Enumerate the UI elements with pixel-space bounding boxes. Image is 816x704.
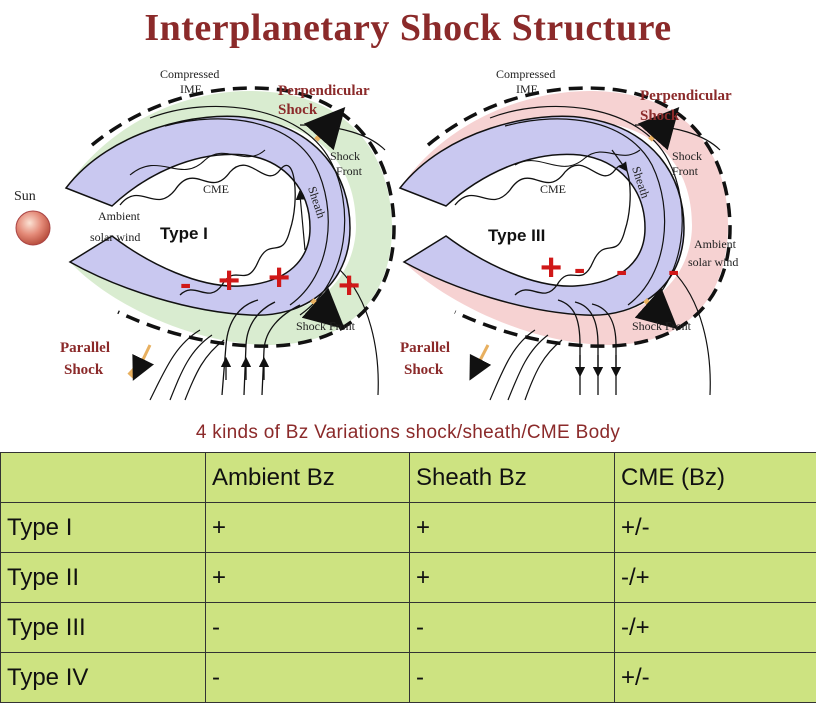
ambient-bz-cell: - (206, 653, 410, 703)
shock-front-top-left-1: Shock (330, 149, 360, 163)
parallel-shock-label-left-2: Shock (64, 362, 104, 378)
table-row: Type IV - - +/- (1, 653, 816, 703)
ambient-bz-cell: + (206, 503, 410, 553)
ambient-bz-cell: + (206, 553, 410, 603)
perp-shock-label-right-2: Shock (640, 108, 680, 124)
header-cell-empty (1, 453, 206, 503)
diagram-caption: 4 kinds of Bz Variations shock/sheath/CM… (0, 422, 816, 444)
sheath-bz-cell: - (410, 603, 615, 653)
row-label: Type III (1, 603, 206, 653)
cme-label-right: CME (540, 182, 566, 196)
compressed-label-left-1: Compressed (160, 67, 219, 81)
cme-bz-cell: +/- (615, 503, 816, 553)
perp-shock-label-left-2: Shock (278, 102, 318, 118)
perp-shock-label-left-1: Perpendicular (278, 83, 370, 99)
sheath-bz-cell: + (410, 553, 615, 603)
sign-right-3: - (616, 252, 627, 290)
sign-right-4: - (668, 252, 679, 290)
ambient-label-right-2: solar wind (688, 255, 738, 269)
cme-bz-cell: +/- (615, 653, 816, 703)
sheath-bz-cell: + (410, 503, 615, 553)
row-label: Type II (1, 553, 206, 603)
sign-left-2: + (218, 260, 240, 302)
sign-left-1: - (180, 265, 191, 303)
ambient-label-left-2: solar wind (90, 230, 140, 244)
header-cme-bz: CME (Bz) (615, 453, 816, 503)
type-label-left: Type I (160, 224, 208, 243)
sun-label: Sun (14, 189, 36, 204)
shock-front-top-left-2: Front (336, 164, 363, 178)
shock-diagram: Sun Compressed IMF P (0, 0, 816, 440)
bz-variation-table: Ambient Bz Sheath Bz CME (Bz) Type I + +… (0, 452, 816, 703)
sign-right-2: - (574, 250, 585, 288)
parallel-shock-label-right-2: Shock (404, 362, 444, 378)
parallel-shock-label-left-1: Parallel (60, 340, 110, 356)
sign-left-4: + (338, 265, 360, 307)
type-label-right: Type III (488, 226, 545, 245)
ambient-label-left-1: Ambient (98, 209, 141, 223)
parallel-shock-label-right-1: Parallel (400, 340, 450, 356)
table-row: Type I + + +/- (1, 503, 816, 553)
ambient-bz-cell: - (206, 603, 410, 653)
table-row: Type III - - -/+ (1, 603, 816, 653)
sign-left-3: + (268, 257, 290, 299)
shock-front-top-right-1: Shock (672, 149, 702, 163)
ambient-label-right-1: Ambient (694, 237, 737, 251)
shock-front-top-right-2: Front (672, 164, 699, 178)
table-row: Type II + + -/+ (1, 553, 816, 603)
row-label: Type I (1, 503, 206, 553)
sun-icon (16, 211, 50, 245)
table-header-row: Ambient Bz Sheath Bz CME (Bz) (1, 453, 816, 503)
compressed-label-right-2: IMF (516, 82, 538, 96)
left-panel: Compressed IMF Perpendicular Shock Shock… (60, 67, 394, 400)
header-sheath-bz: Sheath Bz (410, 453, 615, 503)
shock-front-bottom-left: Shock Front (296, 319, 356, 333)
cme-bz-cell: -/+ (615, 603, 816, 653)
header-ambient-bz: Ambient Bz (206, 453, 410, 503)
cme-bz-cell: -/+ (615, 553, 816, 603)
right-panel: Compressed IMF Perpendicular Shock Shock… (400, 67, 738, 400)
compressed-label-left-2: IMF (180, 82, 202, 96)
compressed-label-right-1: Compressed (496, 67, 555, 81)
sheath-bz-cell: - (410, 653, 615, 703)
row-label: Type IV (1, 653, 206, 703)
cme-label-left: CME (203, 182, 229, 196)
sign-right-1: + (540, 247, 562, 289)
shock-front-bottom-right: Shock Front (632, 319, 692, 333)
perp-shock-label-right-1: Perpendicular (640, 88, 732, 104)
